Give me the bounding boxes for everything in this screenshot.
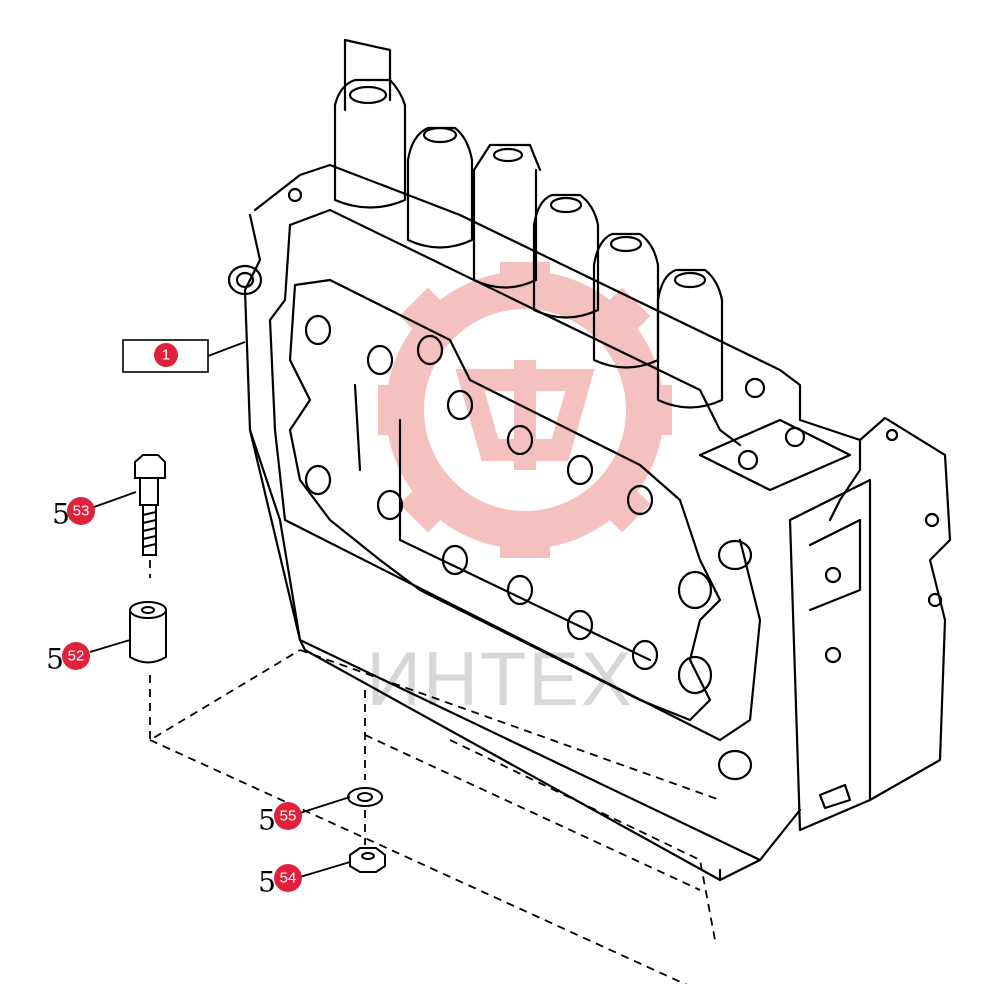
callout-55-leader [299, 796, 351, 814]
valve-block-drawing [227, 38, 952, 882]
washer-part [347, 787, 383, 807]
spacer-part [129, 601, 167, 664]
watermark-logo [378, 262, 672, 558]
callout-1[interactable]: 1 [122, 339, 246, 373]
callout-55[interactable]: 5 55 [258, 796, 351, 837]
callout-55-badge [274, 802, 302, 830]
gasket-holes [304, 314, 713, 695]
callout-54[interactable]: 5 54 [258, 861, 351, 899]
callout-1-badge [154, 343, 178, 367]
callout-52[interactable]: 5 52 [46, 639, 131, 676]
callout-54-prefix: 5 [258, 866, 276, 899]
callout-1-label: 1 [162, 347, 170, 364]
callout-54-label: 54 [280, 870, 297, 887]
callout-53[interactable]: 5 53 [52, 491, 137, 531]
watermark-text: ИНТЕХ [366, 637, 633, 722]
callout-53-badge [67, 497, 95, 525]
bolt-part [134, 454, 166, 556]
callout-52-label: 52 [68, 648, 85, 665]
exploded-guide-lines [149, 560, 721, 984]
callout-54-badge [274, 864, 302, 892]
callout-55-label: 55 [280, 808, 297, 825]
callout-53-leader [93, 491, 137, 508]
solenoid-cartridges [333, 38, 724, 409]
callout-52-badge [62, 642, 90, 670]
callout-1-leader [207, 341, 246, 357]
callout-52-prefix: 5 [46, 643, 64, 676]
nut-part [349, 847, 386, 873]
watermark-gear-teeth [378, 262, 672, 558]
callout-52-leader [89, 639, 131, 653]
callout-54-leader [299, 861, 351, 878]
callout-53-label: 53 [73, 503, 90, 520]
callout-53-prefix: 5 [52, 498, 70, 531]
callout-55-prefix: 5 [258, 804, 276, 837]
